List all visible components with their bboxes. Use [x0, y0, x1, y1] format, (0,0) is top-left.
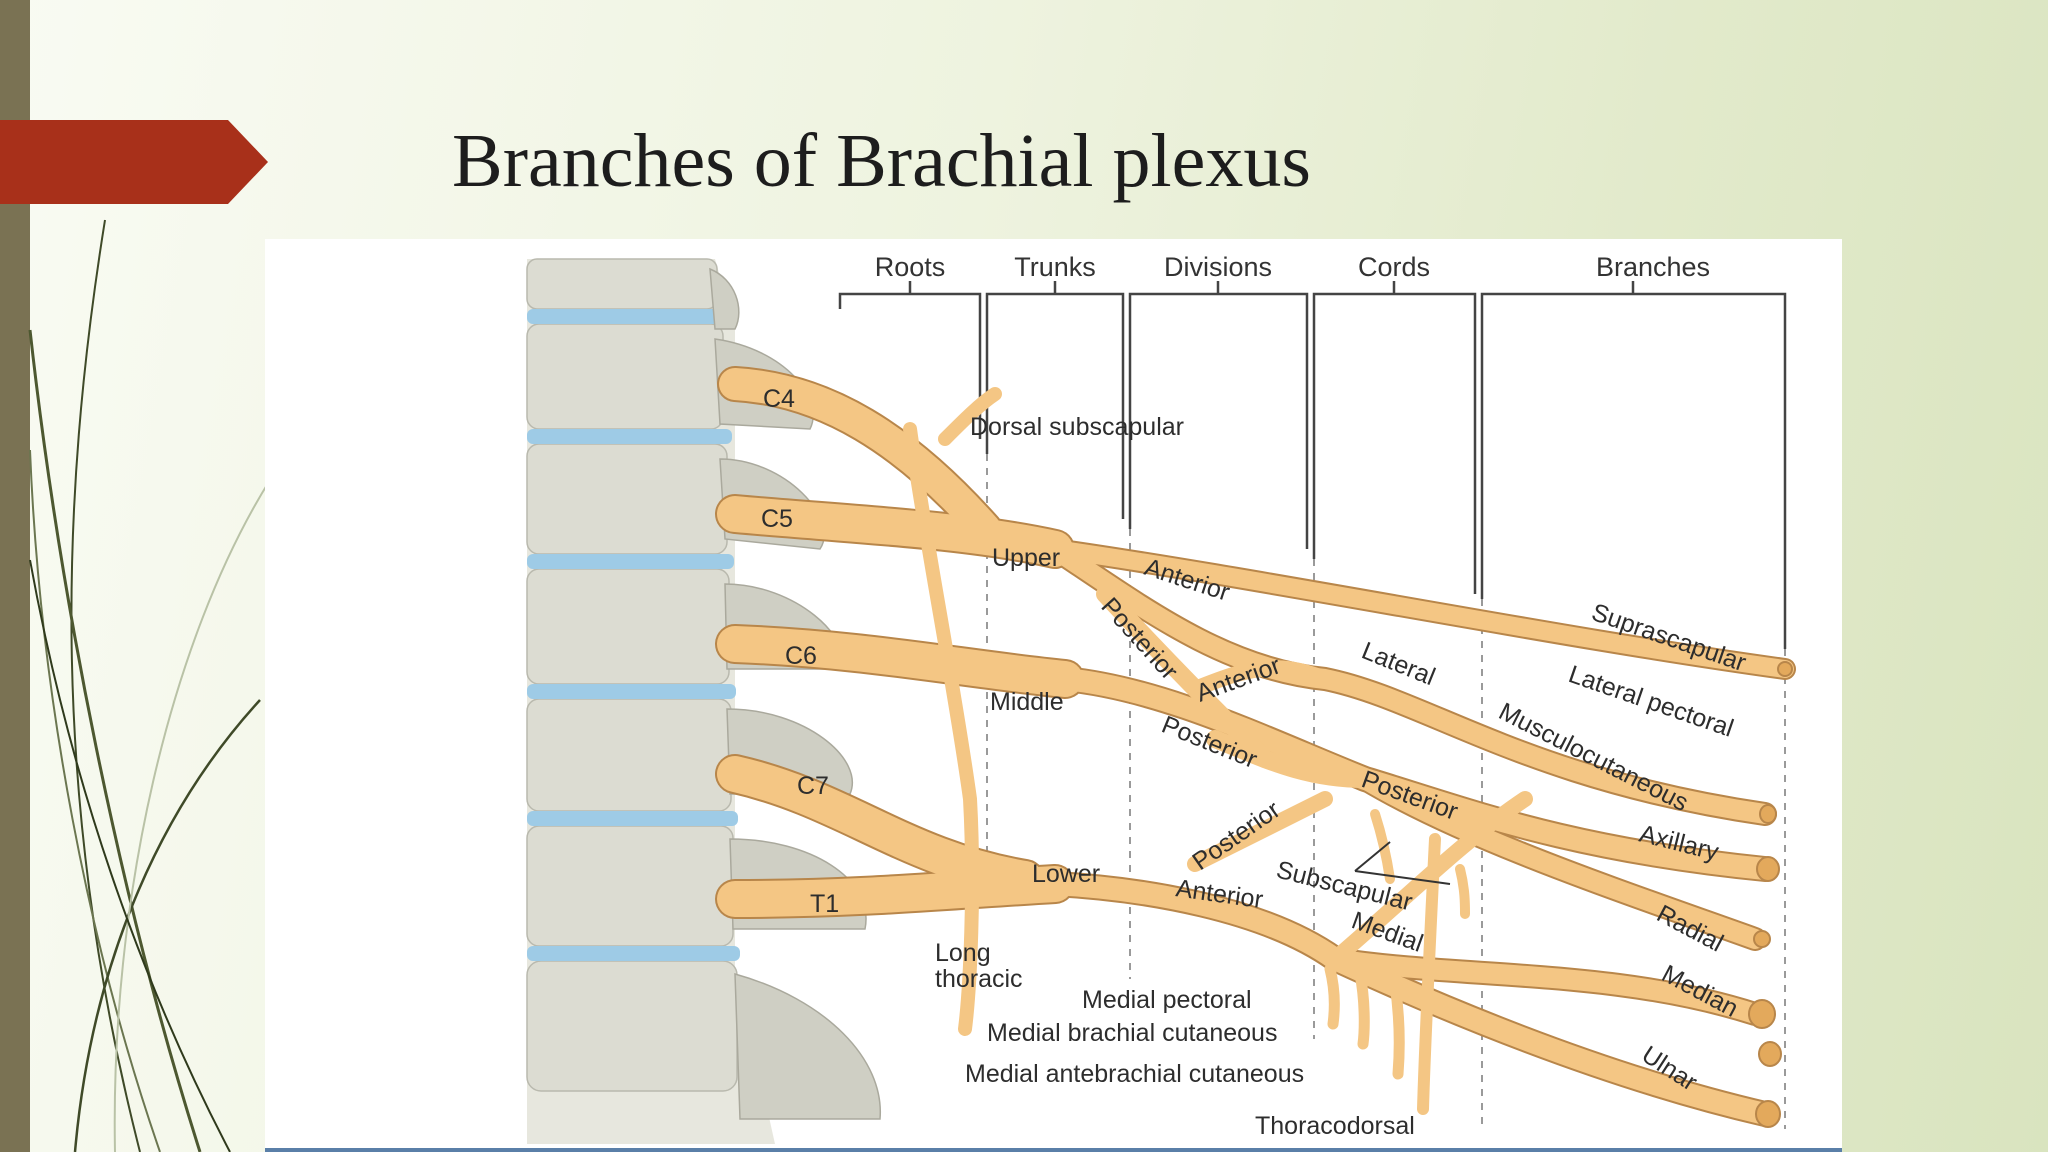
trunk-lower: Lower	[1032, 860, 1100, 888]
trunk-middle: Middle	[990, 688, 1064, 716]
root-c4: C4	[763, 385, 795, 413]
vertebral-column	[526, 258, 881, 1144]
label-medial-antebrachial-cutaneous: Medial antebrachial cutaneous	[965, 1060, 1304, 1088]
header-divisions: Divisions	[1164, 252, 1272, 282]
section-headers: Roots Trunks Divisions Cords Branches	[875, 252, 1710, 282]
trunk-upper: Upper	[992, 544, 1060, 572]
brachial-plexus-diagram: Roots Trunks Divisions Cords Branches C4…	[265, 239, 1842, 1152]
subscapular-pointers	[1354, 841, 1451, 885]
root-t1: T1	[810, 890, 839, 918]
label-thoracodorsal: Thoracodorsal	[1255, 1112, 1415, 1140]
section-brackets	[838, 281, 1787, 649]
division-lower-posterior: Posterior	[1187, 796, 1285, 876]
nerve-paths	[715, 366, 1796, 1128]
label-long-thoracic-line1: Long	[935, 939, 991, 967]
root-c7: C7	[797, 772, 829, 800]
root-labels: C4 C5 C6 C7 T1	[761, 385, 839, 918]
label-subscapular: Subscapular	[1274, 856, 1416, 917]
title-accent-arrow	[0, 120, 268, 204]
label-long-thoracic-line2: thoracic	[935, 965, 1023, 993]
branch-lateral-pectoral: Lateral pectoral	[1565, 660, 1737, 743]
header-roots: Roots	[875, 252, 946, 282]
label-dorsal-subscapular: Dorsal subscapular	[970, 413, 1184, 441]
header-cords: Cords	[1358, 252, 1430, 282]
label-medial-pectoral: Medial pectoral	[1082, 986, 1252, 1014]
collateral-branch-labels: Dorsal subscapular Long thoracic Subscap…	[935, 413, 1415, 1140]
trunk-labels: Upper Middle Lower	[990, 544, 1100, 888]
header-trunks: Trunks	[1014, 252, 1096, 282]
slide-title: Branches of Brachial plexus	[452, 119, 1311, 203]
decorative-curves	[28, 219, 271, 1152]
root-c5: C5	[761, 505, 793, 533]
root-c6: C6	[785, 642, 817, 670]
header-branches: Branches	[1596, 252, 1710, 282]
label-medial-brachial-cutaneous: Medial brachial cutaneous	[987, 1019, 1277, 1047]
